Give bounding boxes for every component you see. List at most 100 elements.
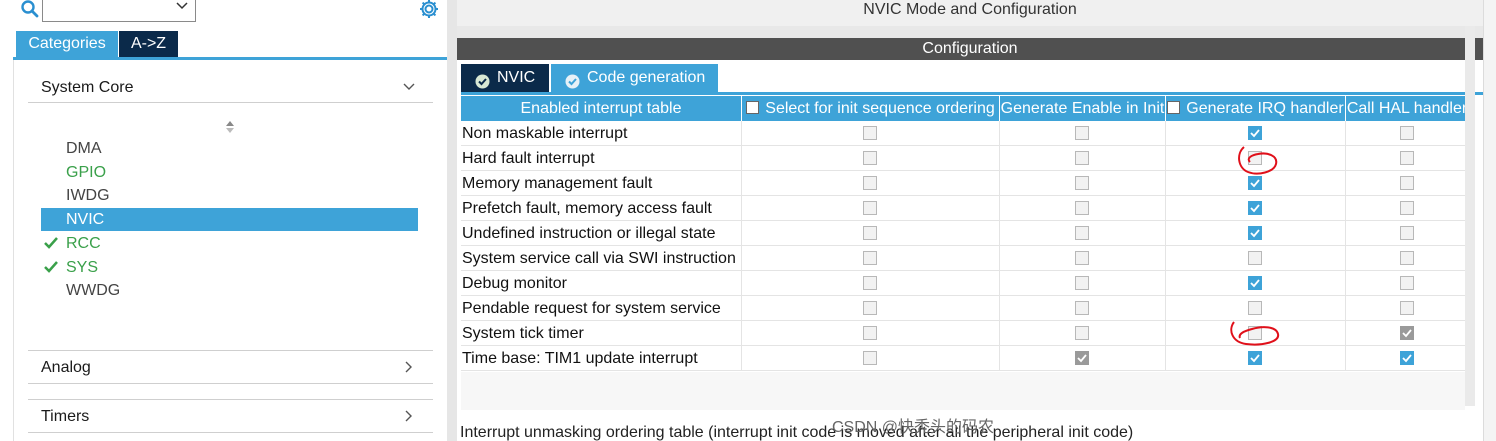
check-icon: [43, 259, 59, 275]
page-title: NVIC Mode and Configuration: [457, 0, 1483, 26]
interrupt-name: Prefetch fault, memory access fault: [461, 196, 742, 221]
search-icon[interactable]: [20, 0, 40, 20]
init-checkbox[interactable]: [863, 226, 877, 240]
irq-checkbox[interactable]: [1248, 326, 1262, 340]
init-checkbox[interactable]: [863, 126, 877, 140]
tree-item-rcc[interactable]: RCC: [41, 232, 418, 255]
enable-checkbox[interactable]: [1075, 251, 1089, 265]
tree-item-iwdg[interactable]: IWDG: [41, 184, 418, 207]
enable-checkbox[interactable]: [1075, 226, 1089, 240]
tab-code-generation[interactable]: Code generation: [551, 64, 718, 92]
irq-checkbox[interactable]: [1248, 201, 1262, 215]
init-checkbox[interactable]: [863, 276, 877, 290]
separator: [457, 26, 1483, 38]
enable-checkbox[interactable]: [1075, 126, 1089, 140]
tab-label: Code generation: [587, 69, 706, 86]
gear-icon[interactable]: [418, 0, 440, 20]
vertical-scrollbar[interactable]: [1483, 0, 1496, 441]
irq-checkbox[interactable]: [1248, 351, 1262, 365]
init-checkbox[interactable]: [863, 176, 877, 190]
irq-checkbox[interactable]: [1248, 176, 1262, 190]
hal-checkbox[interactable]: [1400, 126, 1414, 140]
enable-checkbox[interactable]: [1075, 301, 1089, 315]
hal-checkbox[interactable]: [1400, 201, 1414, 215]
interrupt-name: Pendable request for system service: [461, 296, 742, 321]
select-all-checkbox[interactable]: [746, 101, 760, 114]
select-all-checkbox[interactable]: [1167, 101, 1181, 114]
sort-icon[interactable]: [224, 120, 236, 134]
init-checkbox[interactable]: [863, 251, 877, 265]
panel-splitter[interactable]: [447, 0, 457, 441]
chevron-down-icon[interactable]: [175, 0, 189, 13]
tree-item-gpio[interactable]: GPIO: [41, 161, 418, 184]
search-input[interactable]: [42, 0, 196, 22]
table-cell: [742, 146, 1000, 171]
configuration-header: Configuration: [457, 38, 1483, 60]
interrupt-name: Undefined instruction or illegal state: [461, 221, 742, 246]
init-checkbox[interactable]: [863, 151, 877, 165]
irq-checkbox[interactable]: [1248, 151, 1262, 165]
table-cell: [1166, 196, 1346, 221]
hal-checkbox[interactable]: [1400, 351, 1414, 365]
hal-checkbox[interactable]: [1400, 226, 1414, 240]
enable-checkbox[interactable]: [1075, 151, 1089, 165]
table-cell: [1346, 246, 1469, 271]
enable-checkbox[interactable]: [1075, 201, 1089, 215]
irq-checkbox[interactable]: [1248, 226, 1262, 240]
ordering-table-caption: Interrupt unmasking ordering table (inte…: [460, 424, 1134, 441]
tab-a-to-z[interactable]: A->Z: [119, 31, 178, 57]
table-cell: [1000, 196, 1166, 221]
table-row: Time base: TIM1 update interrupt: [461, 346, 1469, 371]
hal-checkbox[interactable]: [1400, 176, 1414, 190]
tree-item-dma[interactable]: DMA: [41, 137, 418, 160]
chevron-right-icon[interactable]: [402, 360, 416, 374]
table-scrollbar[interactable]: [1465, 26, 1475, 406]
init-checkbox[interactable]: [863, 301, 877, 315]
column-header-label: Select for init sequence ordering: [765, 100, 995, 117]
table-cell: [1346, 171, 1469, 196]
category-analog[interactable]: Analog: [41, 359, 91, 376]
divider: [28, 350, 433, 351]
table-cell: [1166, 171, 1346, 196]
tree-item-wwdg[interactable]: WWDG: [41, 279, 418, 302]
chevron-right-icon[interactable]: [402, 409, 416, 423]
irq-checkbox[interactable]: [1248, 301, 1262, 315]
tree-item-sys[interactable]: SYS: [41, 256, 418, 279]
tab-nvic[interactable]: NVIC: [461, 64, 549, 92]
table-cell: [1000, 171, 1166, 196]
hal-checkbox[interactable]: [1400, 251, 1414, 265]
hal-checkbox[interactable]: [1400, 301, 1414, 315]
table-row: Memory management fault: [461, 171, 1469, 196]
irq-checkbox[interactable]: [1248, 251, 1262, 265]
table-cell: [1000, 121, 1166, 146]
column-header[interactable]: Select for init sequence ordering: [742, 96, 1000, 121]
table-row: Undefined instruction or illegal state: [461, 221, 1469, 246]
table-cell: [742, 171, 1000, 196]
table-cell: [1166, 146, 1346, 171]
enable-checkbox[interactable]: [1075, 176, 1089, 190]
column-header: Generate Enable in Init: [1000, 96, 1166, 121]
category-timers[interactable]: Timers: [41, 408, 90, 425]
irq-checkbox[interactable]: [1248, 276, 1262, 290]
table-cell: [1000, 146, 1166, 171]
chevron-down-icon[interactable]: [402, 80, 416, 94]
enable-checkbox[interactable]: [1075, 326, 1089, 340]
table-cell: [742, 346, 1000, 371]
table-cell: [1000, 246, 1166, 271]
tree-item-nvic[interactable]: NVIC: [41, 208, 418, 231]
init-checkbox[interactable]: [863, 351, 877, 365]
category-system-core[interactable]: System Core: [41, 79, 134, 96]
init-checkbox[interactable]: [863, 326, 877, 340]
table-cell: [1000, 271, 1166, 296]
hal-checkbox[interactable]: [1400, 151, 1414, 165]
init-checkbox[interactable]: [863, 201, 877, 215]
tab-categories[interactable]: Categories: [16, 31, 118, 57]
tree-item-label: WWDG: [66, 282, 121, 299]
check-circle-icon: [565, 71, 580, 89]
table-cell: [1166, 221, 1346, 246]
irq-checkbox[interactable]: [1248, 126, 1262, 140]
enable-checkbox[interactable]: [1075, 276, 1089, 290]
hal-checkbox[interactable]: [1400, 276, 1414, 290]
column-header[interactable]: Generate IRQ handler: [1166, 96, 1346, 121]
right-panel: NVIC Mode and Configuration Configuratio…: [457, 0, 1496, 441]
